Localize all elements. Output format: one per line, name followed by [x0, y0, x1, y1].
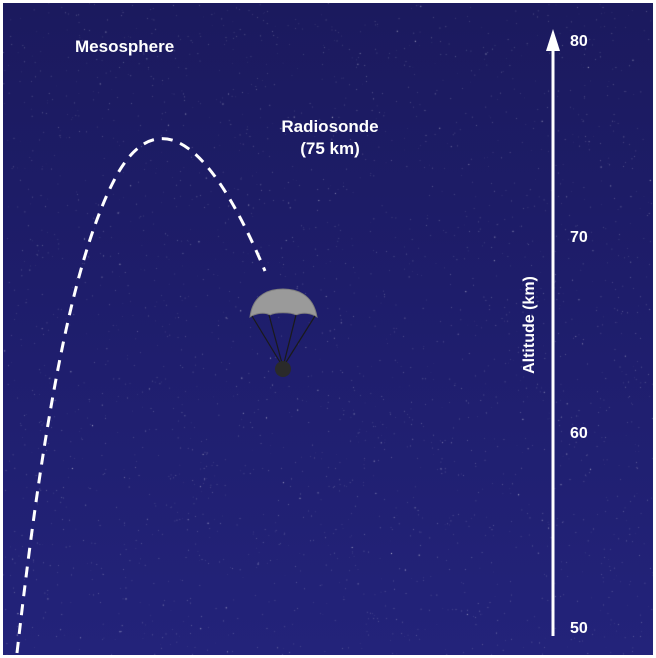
diagram-graphics	[15, 29, 560, 654]
tick-label: 80	[570, 33, 588, 50]
probe-altitude: (75 km)	[300, 139, 360, 158]
region-label: Mesosphere	[75, 37, 175, 56]
probe-name: Radiosonde	[281, 117, 379, 136]
diagram-frame: Mesosphere Radiosonde (75 km) Altitude (…	[3, 3, 653, 655]
starfield-background	[3, 3, 653, 655]
tick-label: 60	[570, 425, 588, 442]
tick-label: 50	[570, 620, 588, 637]
probe-label: Radiosonde (75 km)	[261, 116, 399, 160]
tick-label: 70	[570, 229, 588, 246]
parachute-icon	[249, 288, 318, 377]
trajectory-path	[15, 137, 267, 654]
arrow-up-icon	[546, 29, 560, 636]
axis-title: Altitude (km)	[521, 276, 538, 374]
